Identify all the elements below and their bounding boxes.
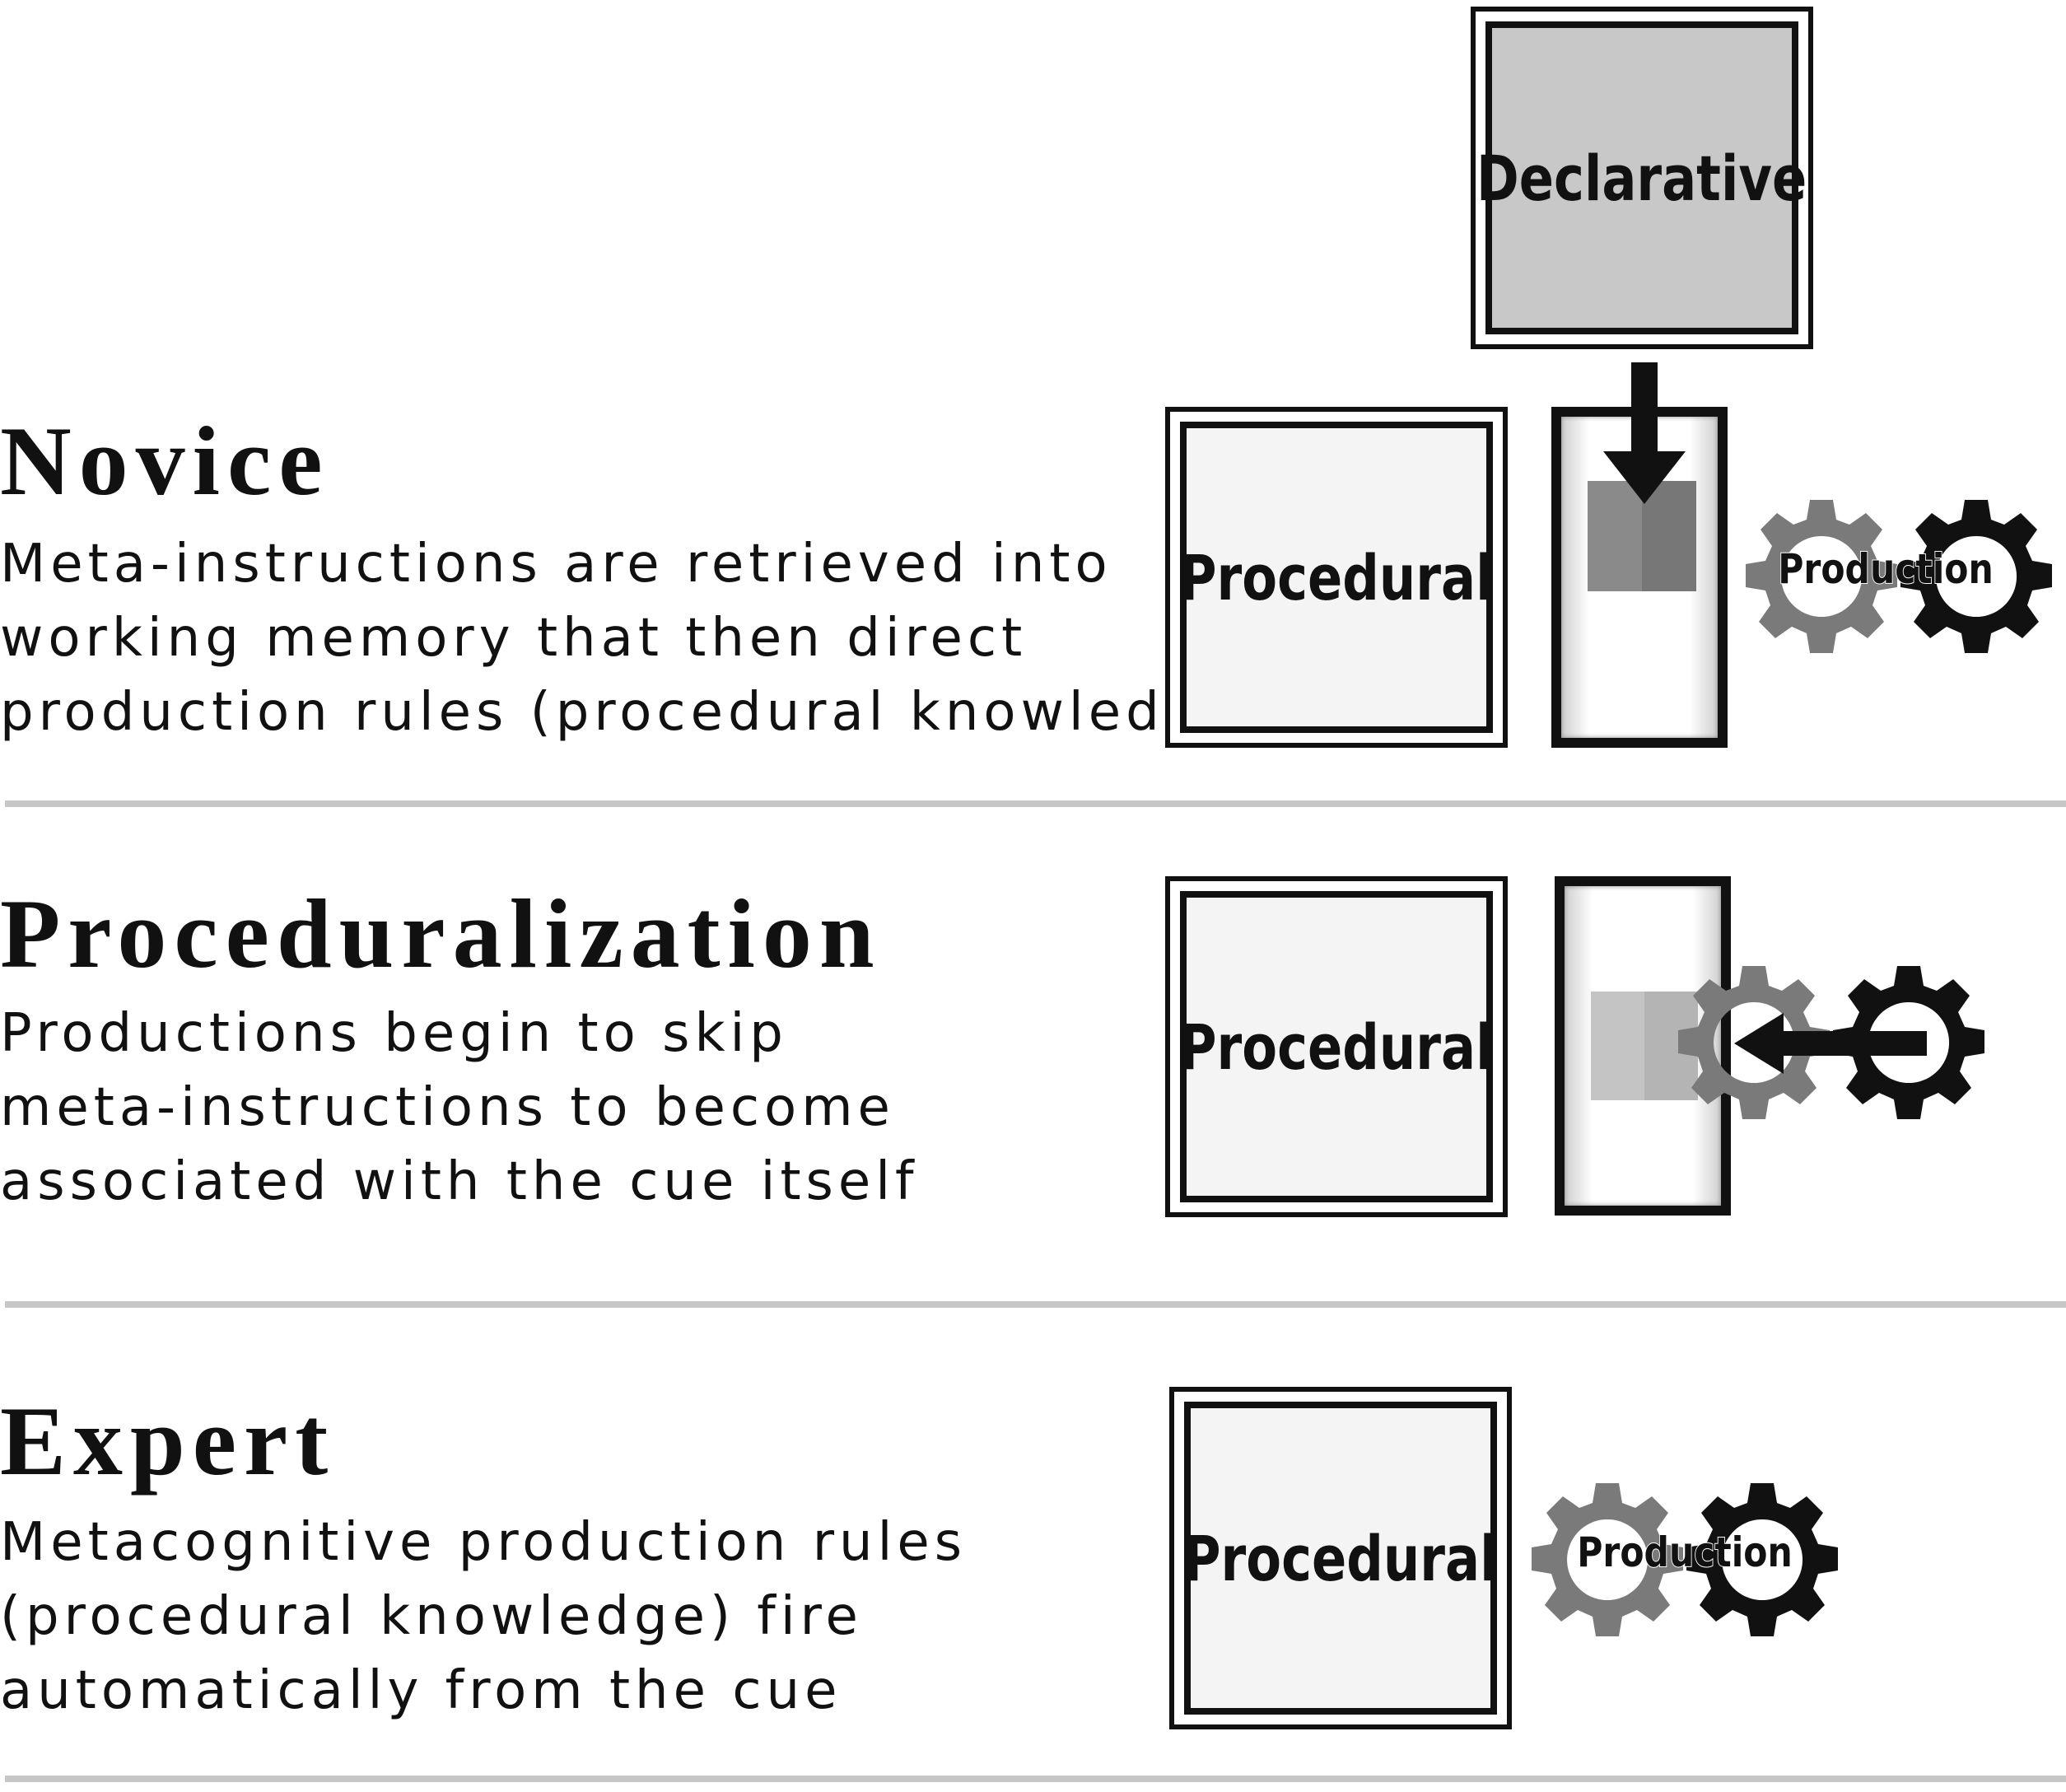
declarative-memory-box: Declarative (1471, 7, 1813, 349)
description-line: Metacognitive production rules (0, 1512, 968, 1573)
description-line: automatically from the cue (0, 1660, 842, 1721)
gear-dark-icon (1833, 966, 1984, 1119)
procedural-memory-box-proceduralization: Procedural (1165, 876, 1508, 1217)
meta-instruction-chunk (1588, 481, 1696, 591)
divider (5, 1301, 2066, 1308)
stage-title-expert: Expert (0, 1386, 336, 1496)
stage-title-novice: Novice (0, 406, 330, 516)
faded-meta-instruction-chunk (1591, 992, 1698, 1100)
procedural-memory-box-novice: Procedural (1165, 407, 1508, 748)
procedural-label: Procedural (1179, 540, 1494, 614)
stage-title-proceduralization: Proceduralization (0, 879, 882, 988)
procedural-memory-box-expert: Procedural (1169, 1387, 1512, 1729)
production-label-novice: Production (1777, 544, 1994, 594)
description-line: Productions begin to skip (0, 1003, 788, 1064)
procedural-label: Procedural (1183, 1521, 1498, 1595)
skip-arrow-icon (1734, 1013, 1927, 1074)
description-line: meta-instructions to become (0, 1077, 895, 1138)
procedural-label: Procedural (1179, 1010, 1494, 1084)
description-line: Meta-instructions are retrieved into (0, 534, 1112, 595)
description-line: associated with the cue itself (0, 1151, 919, 1212)
description-line: working memory that then direct (0, 608, 1028, 669)
stage-description-novice: Meta-instructions are retrieved into wor… (0, 527, 1266, 749)
divider (5, 1776, 2066, 1782)
divider (5, 800, 2066, 807)
production-label-expert: Production (1576, 1528, 1793, 1577)
declarative-label: Declarative (1476, 141, 1807, 215)
stage-description-proceduralization: Productions begin to skip meta-instructi… (0, 996, 919, 1219)
stage-description-expert: Metacognitive production rules (procedur… (0, 1505, 967, 1728)
description-line: production rules (procedural knowledge) (0, 682, 1266, 743)
description-line: (procedural knowledge) fire (0, 1586, 863, 1647)
